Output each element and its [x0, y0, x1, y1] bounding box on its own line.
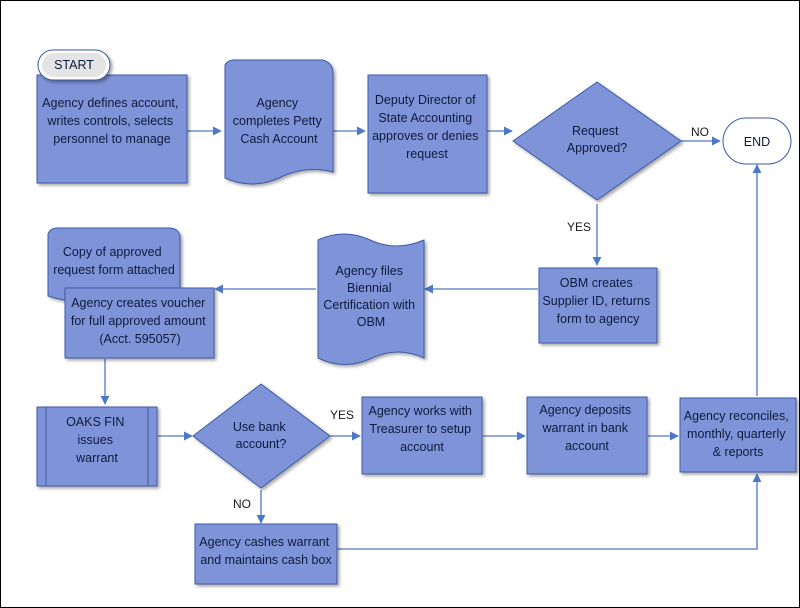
- arrow-cash-to-reconcile: [337, 473, 762, 550]
- node-deposit-text: Agency deposits warrant in bank account: [539, 403, 634, 453]
- node-copy: Copy of approved request form attached: [47, 227, 181, 303]
- node-approved-text: Request Approved?: [567, 124, 628, 155]
- node-end: END: [722, 117, 792, 165]
- edge-label-yes-top: YES: [567, 220, 591, 234]
- node-petty-text: Agency completes Petty Cash Account: [233, 96, 325, 146]
- node-cash: Agency cashes warrant and maintains cash…: [194, 523, 338, 585]
- node-reconcile: Agency reconciles, monthly, quarterly & …: [679, 397, 797, 473]
- node-treasurer-text: Agency works with Treasurer to setup acc…: [369, 404, 476, 454]
- node-deputy-text: Deputy Director of State Accounting appr…: [372, 93, 482, 161]
- node-obm-text: OBM creates Supplier ID, returns form to…: [542, 276, 653, 326]
- connectors: [100, 126, 762, 550]
- edge-label-yes-bank: YES: [330, 408, 354, 422]
- node-oaks: OAKS FIN issues warrant: [36, 406, 158, 487]
- node-bank-text: Use bank account?: [233, 420, 289, 451]
- node-oaks-text: OAKS FIN issues warrant: [66, 415, 128, 465]
- node-voucher: Agency creates voucher for full approved…: [64, 287, 215, 359]
- node-define: Agency defines account, writes controls,…: [36, 74, 188, 184]
- node-deputy: Deputy Director of State Accounting appr…: [367, 74, 488, 194]
- edge-label-no-top: NO: [691, 125, 709, 139]
- node-define-text: Agency defines account, writes controls,…: [42, 96, 182, 146]
- node-voucher-text: Agency creates voucher for full approved…: [71, 296, 209, 346]
- node-obm: OBM creates Supplier ID, returns form to…: [538, 267, 658, 344]
- node-biennial-text: Agency files Biennial Certification with…: [323, 264, 418, 329]
- node-deposit: Agency deposits warrant in bank account: [526, 396, 648, 475]
- node-cash-text: Agency cashes warrant and maintains cash…: [199, 535, 332, 567]
- edge-label-no-bank: NO: [233, 497, 251, 511]
- node-approved: Request Approved?: [512, 81, 682, 201]
- node-treasurer: Agency works with Treasurer to setup acc…: [361, 396, 483, 475]
- node-end-text: END: [744, 135, 770, 149]
- node-petty: Agency completes Petty Cash Account: [224, 59, 334, 185]
- node-bank: Use bank account?: [192, 383, 331, 489]
- node-start-text: START: [54, 58, 94, 72]
- node-biennial: Agency files Biennial Certification with…: [317, 233, 425, 365]
- node-copy-text: Copy of approved request form attached: [53, 245, 175, 277]
- node-reconcile-text: Agency reconciles, monthly, quarterly & …: [684, 409, 792, 459]
- node-start: START: [37, 49, 111, 81]
